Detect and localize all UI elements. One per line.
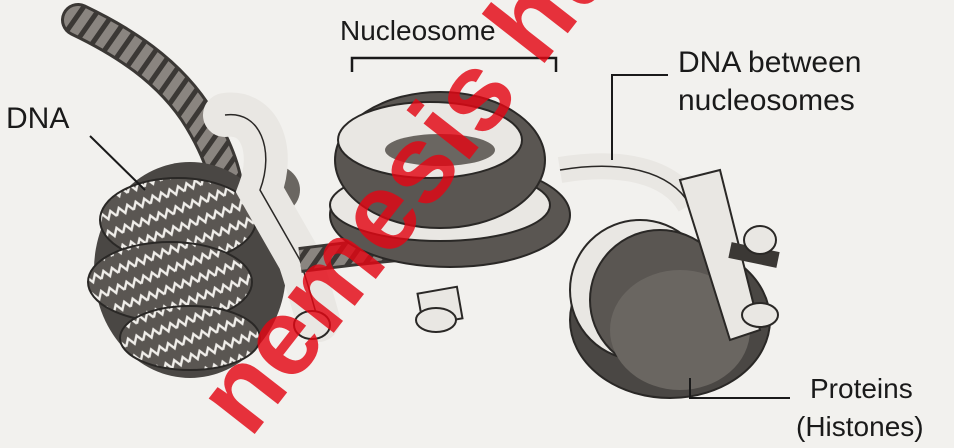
label-dna: DNA [6,102,69,135]
label-proteins-line2: (Histones) [796,411,924,442]
label-proteins-line1: Proteins [810,373,913,404]
label-dna-between-line1: DNA between [678,46,861,79]
linker-dna-right [560,166,690,205]
dna-between-leader-line [612,75,668,160]
dna-leader-line [90,136,145,190]
label-dna-between-line2: nucleosomes [678,84,855,117]
